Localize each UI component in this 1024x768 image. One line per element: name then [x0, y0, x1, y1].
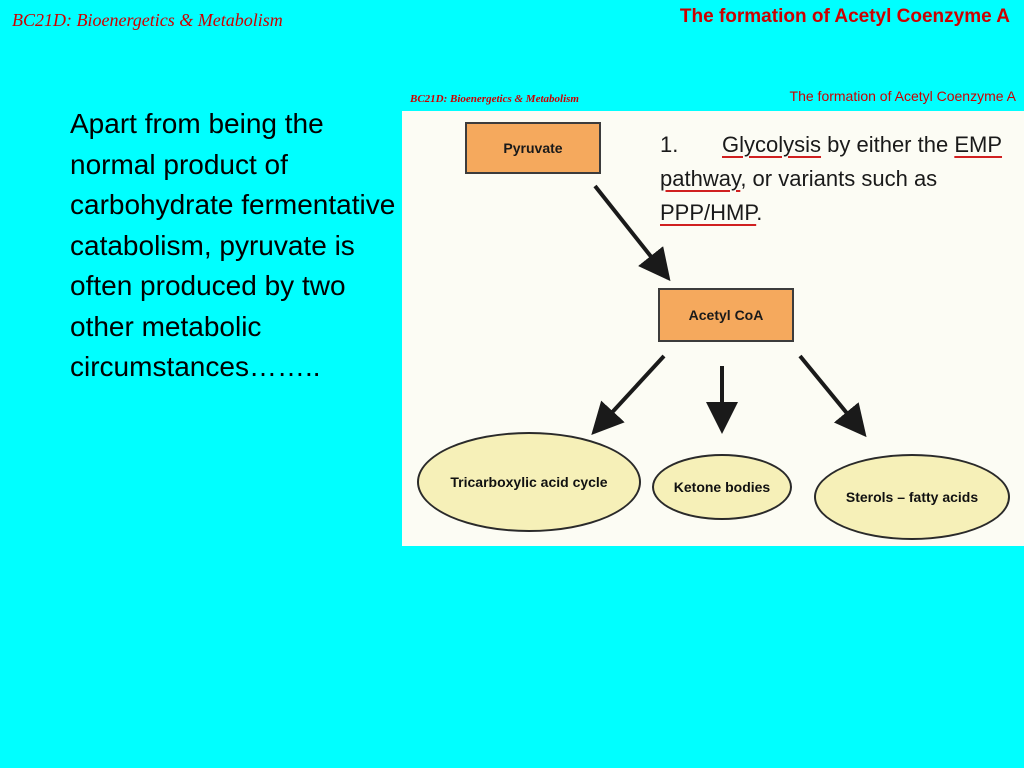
note-text-3: . — [756, 200, 763, 225]
figure-slide-title: The formation of Acetyl Coenzyme A — [789, 88, 1016, 104]
acetyl-coa-box: Acetyl CoA — [658, 288, 794, 342]
course-title: BC21D: Bioenergetics & Metabolism — [12, 10, 283, 30]
tca-cycle-node: Tricarboxylic acid cycle — [417, 432, 641, 532]
arrow-acetyl-to-sterols — [798, 354, 867, 438]
slide-title: The formation of Acetyl Coenzyme A — [679, 6, 1010, 27]
glycolysis-term: Glycolysis — [722, 132, 822, 157]
note-text-1: by either the — [821, 132, 955, 157]
pyruvate-box: Pyruvate — [465, 122, 601, 174]
note-number: 1. — [660, 132, 679, 157]
glycolysis-note: 1. Glycolysis by either the EMP pathway, … — [660, 128, 1016, 230]
note-text-2: , or variants such as — [740, 166, 938, 191]
arrow-pyruvate-to-acetyl — [593, 184, 671, 282]
ppp-hmp-term: PPP/HMP — [660, 200, 757, 225]
body-paragraph: Apart from being the normal product of c… — [70, 108, 396, 382]
arrow-acetyl-to-tca — [591, 354, 666, 435]
metabolism-figure: BC21D: Bioenergetics & Metabolism The fo… — [402, 84, 1024, 546]
figure-header: BC21D: Bioenergetics & Metabolism The fo… — [402, 84, 1024, 111]
figure-course-title: BC21D: Bioenergetics & Metabolism — [410, 93, 579, 105]
emp-pathway-term: EMP pathway — [660, 132, 1003, 191]
ketone-bodies-node: Ketone bodies — [652, 454, 792, 520]
sterols-fatty-acids-node: Sterols – fatty acids — [814, 454, 1010, 540]
flow-arrows — [591, 184, 867, 438]
